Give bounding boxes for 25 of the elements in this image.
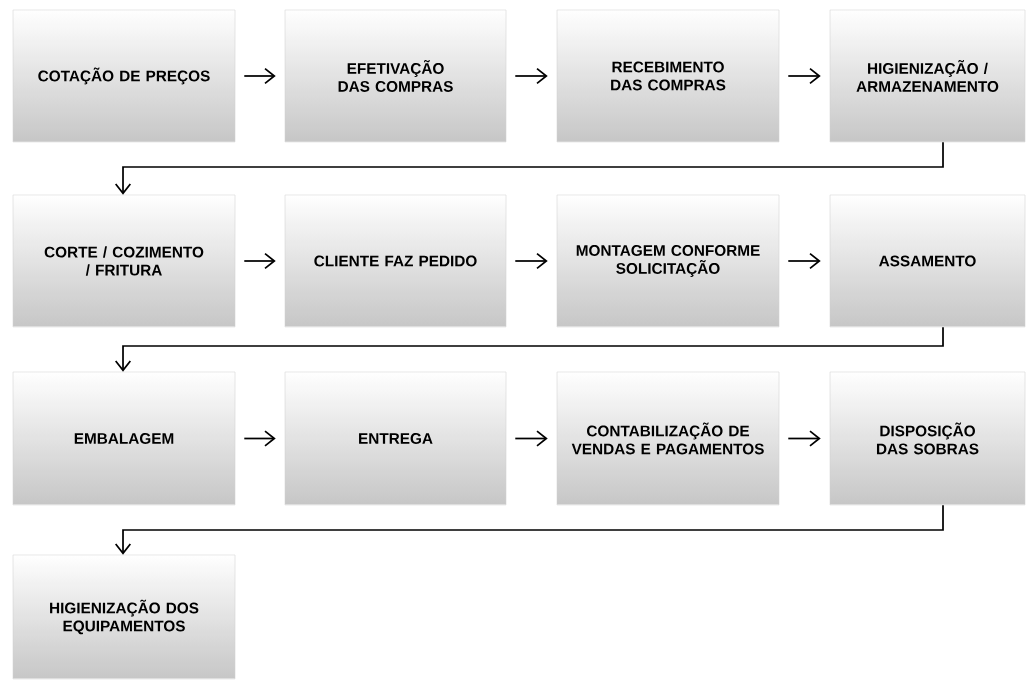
arrow (514, 430, 548, 447)
process-box: MONTAGEM CONFORME SOLICITAÇÃO (556, 194, 780, 328)
process-box: HIGIENIZAÇÃO DOS EQUIPAMENTOS (12, 554, 236, 680)
arrow (787, 430, 821, 447)
arrow (514, 67, 548, 85)
process-box: HIGIENIZAÇÃO / ARMAZENAMENTO (829, 9, 1026, 143)
arrow (787, 252, 821, 270)
arrow (243, 67, 276, 85)
arrow (114, 504, 944, 555)
process-box: DISPOSIÇÃO DAS SOBRAS (829, 371, 1026, 506)
arrow (243, 430, 276, 447)
process-box: EFETIVAÇÃO DAS COMPRAS (284, 9, 507, 143)
arrow (114, 141, 944, 195)
process-box: COTAÇÃO DE PREÇOS (12, 9, 236, 143)
arrow (243, 252, 276, 270)
process-box: RECEBIMENTO DAS COMPRAS (556, 9, 780, 143)
arrow (514, 252, 548, 270)
process-box: CLIENTE FAZ PEDIDO (284, 194, 507, 328)
process-box: EMBALAGEM (12, 371, 236, 506)
process-box: CONTABILIZAÇÃO DE VENDAS E PAGAMENTOS (556, 371, 780, 506)
process-box: ENTREGA (284, 371, 507, 506)
process-box: ASSAMENTO (829, 194, 1026, 328)
arrow (114, 326, 944, 372)
arrow (787, 67, 821, 85)
process-box: CORTE / COZIMENTO / FRITURA (12, 194, 236, 328)
